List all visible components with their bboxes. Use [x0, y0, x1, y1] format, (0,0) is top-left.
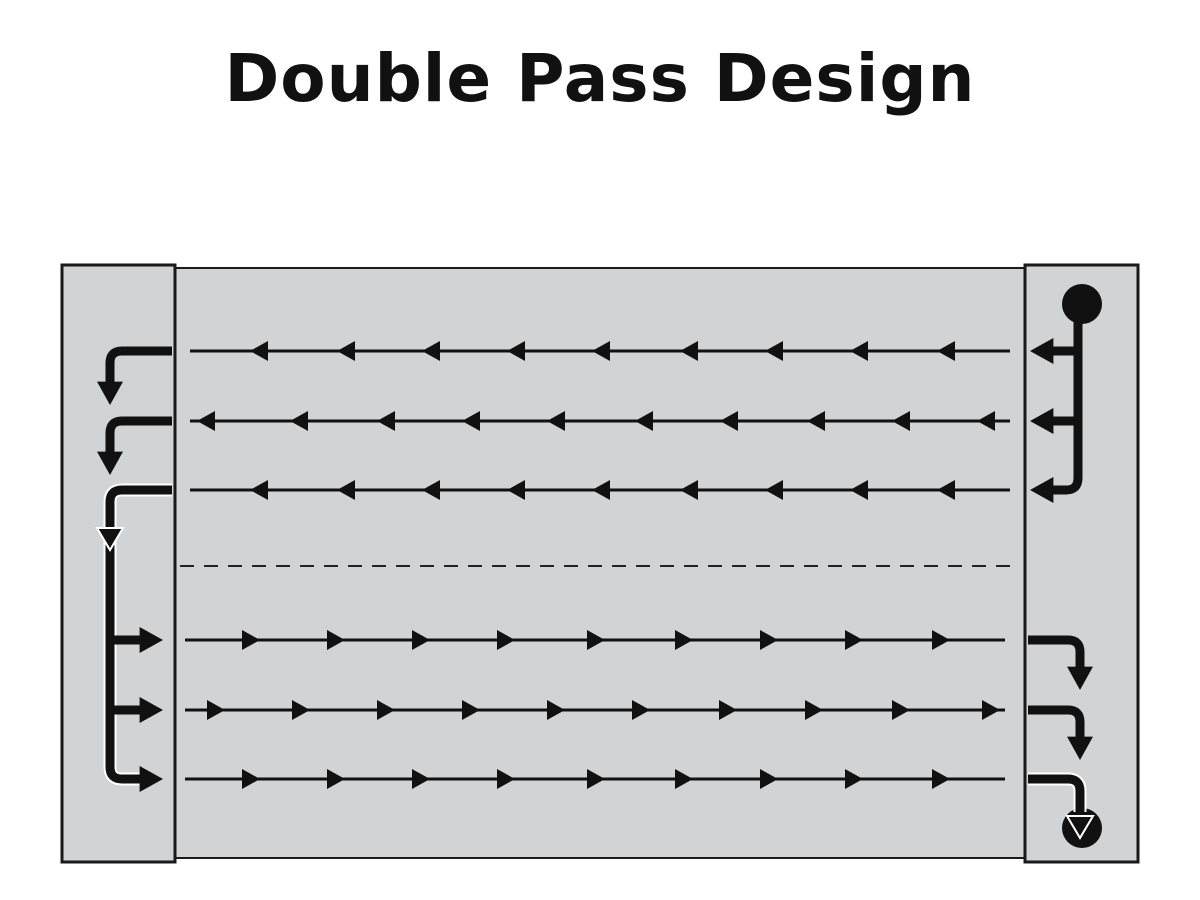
flow-arrow-left: [290, 411, 308, 431]
flow-arrow-right: [675, 769, 693, 789]
flow-arrow-left: [250, 341, 268, 361]
flow-arrow-left: [377, 411, 395, 431]
flow-arrow-right: [462, 700, 480, 720]
flow-arrow-right: [412, 630, 430, 650]
flow-arrow-right: [497, 769, 515, 789]
return-out-arrow-icon: [139, 766, 163, 792]
flow-arrow-left: [507, 341, 525, 361]
flow-arrow-right: [547, 700, 565, 720]
flow-arrow-right: [207, 700, 225, 720]
flow-arrow-right: [412, 769, 430, 789]
diagram-title: Double Pass Design: [224, 40, 976, 117]
flow-arrow-left: [547, 411, 565, 431]
flow-arrow-right: [892, 700, 910, 720]
flow-arrow-right: [377, 700, 395, 720]
flow-arrow-left: [422, 480, 440, 500]
inlet-manifold: [1050, 304, 1083, 495]
left-header: [60, 263, 177, 864]
flow-arrow-left: [592, 341, 610, 361]
flow-arrow-left: [422, 341, 440, 361]
flow-arrow-left: [937, 341, 955, 361]
flow-arrow-right: [932, 630, 950, 650]
flow-arrow-right: [242, 630, 260, 650]
flow-arrow-right: [497, 630, 515, 650]
flow-arrow-left: [720, 411, 738, 431]
outlet-bend: [1028, 774, 1085, 812]
outlet-arrow-icon: [1065, 815, 1095, 840]
outlet-bend: [1028, 635, 1085, 670]
flow-arrow-right: [760, 769, 778, 789]
flow-arrow-left: [937, 480, 955, 500]
flow-arrow-left: [337, 480, 355, 500]
flow-arrow-left: [250, 480, 268, 500]
flow-arrow-left: [977, 411, 995, 431]
return-manifold: [105, 485, 172, 784]
flow-arrow-left: [592, 480, 610, 500]
flow-arrow-right: [675, 630, 693, 650]
return-arrow-icon: [97, 381, 123, 405]
flow-arrow-left: [807, 411, 825, 431]
flow-arrow-right: [845, 630, 863, 650]
flow-arrow-left: [680, 341, 698, 361]
return-out-arrow-icon: [139, 697, 163, 723]
flow-arrow-right: [932, 769, 950, 789]
flow-arrow-left: [635, 411, 653, 431]
flow-arrow-left: [765, 341, 783, 361]
flow-arrow-right: [242, 769, 260, 789]
flow-arrow-left: [765, 480, 783, 500]
flow-arrow-left: [507, 480, 525, 500]
flow-arrow-right: [719, 700, 737, 720]
inlet-arrow-icon: [1030, 408, 1054, 434]
flow-arrow-right: [805, 700, 823, 720]
flow-arrow-left: [850, 341, 868, 361]
tube-body: [174, 267, 1026, 859]
flow-arrow-right: [760, 630, 778, 650]
inlet-arrow-icon: [1030, 477, 1054, 503]
flow-arrow-right: [845, 769, 863, 789]
outlet-arrow-icon: [1067, 666, 1093, 690]
flow-arrow-left: [892, 411, 910, 431]
flow-arrow-right: [327, 630, 345, 650]
return-bend: [105, 416, 172, 455]
flow-arrow-right: [327, 769, 345, 789]
return-out-arrow-icon: [139, 627, 163, 653]
flow-arrow-left: [850, 480, 868, 500]
flow-arrow-left: [680, 480, 698, 500]
flow-arrow-left: [337, 341, 355, 361]
flow-arrow-right: [587, 630, 605, 650]
inlet-arrow-icon: [1030, 338, 1054, 364]
flow-arrow-right: [292, 700, 310, 720]
flow-arrow-left: [197, 411, 215, 431]
return-arrow-icon: [95, 527, 125, 552]
outlet-arrow-icon: [1067, 736, 1093, 760]
return-arrow-icon: [97, 451, 123, 475]
outlet-bend: [1028, 705, 1085, 740]
return-bend: [105, 346, 172, 385]
flow-arrow-left: [462, 411, 480, 431]
flow-arrow-right: [587, 769, 605, 789]
flow-arrow-right: [982, 700, 1000, 720]
flow-arrow-right: [632, 700, 650, 720]
